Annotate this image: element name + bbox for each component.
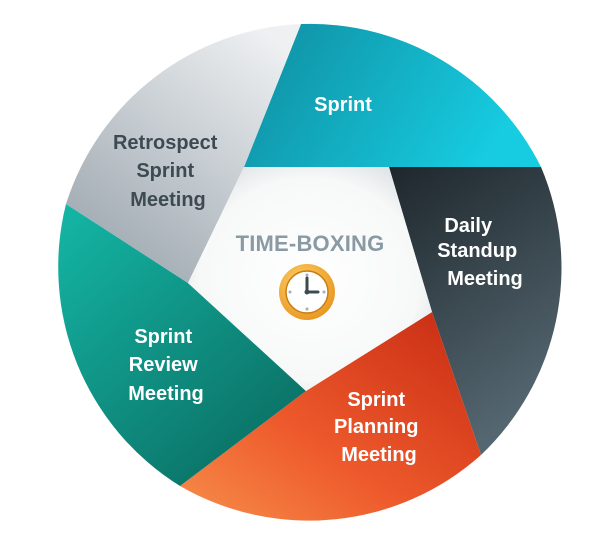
clock-icon <box>279 264 335 320</box>
segment-daily-standup <box>389 167 562 455</box>
segment-label-sprint-review: Sprint Review Meeting <box>128 326 204 405</box>
segment-sprint-review <box>58 204 306 486</box>
segment-label-retrospect: Retrospect Sprint Meeting <box>113 132 223 211</box>
segment-sprint <box>244 23 541 167</box>
segment-label-sprint-planning: Sprint Planning Meeting <box>334 389 424 466</box>
segment-sprint-planning <box>180 312 481 521</box>
center-title: TIME-BOXING <box>236 231 385 256</box>
segment-retrospect <box>66 24 301 283</box>
segment-label-sprint: Sprint <box>314 94 372 116</box>
segment-label-daily-standup: Daily Standup Meeting <box>437 215 523 290</box>
